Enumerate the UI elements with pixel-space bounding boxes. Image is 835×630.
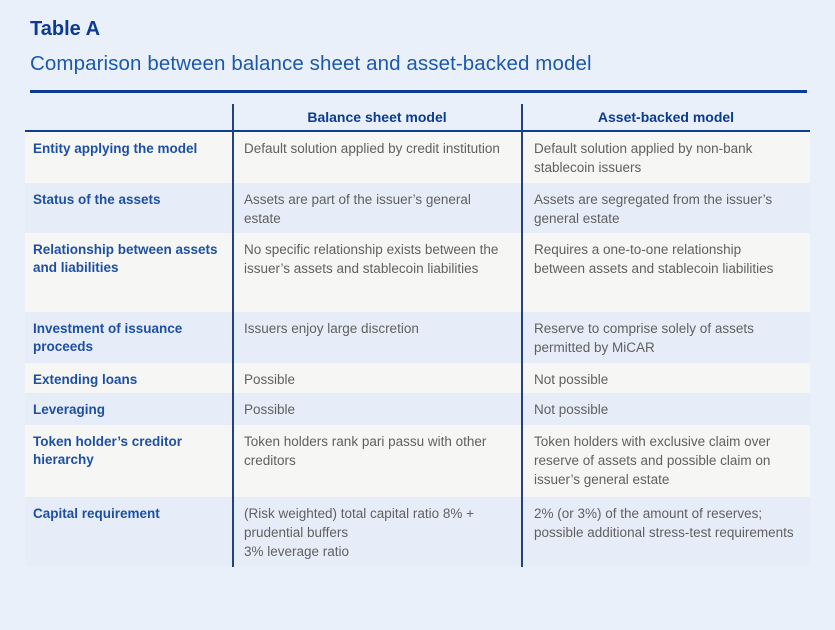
row-label: Token holder’s creditor hierarchy <box>33 434 183 467</box>
row-label: Leveraging <box>33 402 106 417</box>
row-label: Entity applying the model <box>33 141 198 156</box>
cell-balance-sheet: (Risk weighted) total capital ratio 8% +… <box>244 506 474 559</box>
header-balance-sheet-model: Balance sheet model <box>307 109 447 125</box>
table-row: Extending loans Possible Not possible <box>25 363 810 393</box>
cell-balance-sheet: Assets are part of the issuer’s general … <box>244 192 471 226</box>
cell-asset-backed: Requires a one-to-one relationship betwe… <box>534 242 774 276</box>
table-row: Entity applying the model Default soluti… <box>25 132 810 183</box>
cell-balance-sheet: Possible <box>244 372 296 387</box>
header-underline-divider <box>25 130 810 132</box>
column-divider-right <box>521 104 523 567</box>
table-row: Leveraging Possible Not possible <box>25 393 810 425</box>
table-row: Status of the assets Assets are part of … <box>25 183 810 233</box>
cell-balance-sheet: Default solution applied by credit insti… <box>244 141 500 156</box>
table-header-row: Balance sheet model Asset-backed model <box>25 104 810 130</box>
table-row: Token holder’s creditor hierarchy Token … <box>25 425 810 497</box>
cell-asset-backed: Default solution applied by non-bank sta… <box>534 141 753 175</box>
page-title: Comparison between balance sheet and ass… <box>30 52 592 75</box>
cell-asset-backed: Assets are segregated from the issuer’s … <box>534 192 773 226</box>
column-divider-left <box>232 104 234 567</box>
cell-balance-sheet: No specific relationship exists between … <box>244 242 499 276</box>
row-label: Investment of issuance proceeds <box>33 321 183 354</box>
title-rule-divider <box>30 90 807 93</box>
cell-asset-backed: Not possible <box>534 372 609 387</box>
cell-balance-sheet: Token holders rank pari passu with other… <box>244 434 487 468</box>
cell-asset-backed: Reserve to comprise solely of assets per… <box>534 321 754 355</box>
table-row: Relationship between assets and liabilit… <box>25 233 810 312</box>
table-row: Investment of issuance proceeds Issuers … <box>25 312 810 363</box>
row-label: Status of the assets <box>33 192 161 207</box>
cell-balance-sheet: Issuers enjoy large discretion <box>244 321 419 336</box>
table-label: Table A <box>30 18 101 40</box>
cell-asset-backed: 2% (or 3%) of the amount of reserves; po… <box>534 506 794 540</box>
header-asset-backed-model: Asset-backed model <box>597 109 735 125</box>
row-label: Extending loans <box>33 372 138 387</box>
row-label: Relationship between assets and liabilit… <box>33 242 218 275</box>
row-label: Capital requirement <box>33 506 160 521</box>
table-body: Entity applying the model Default soluti… <box>25 132 810 566</box>
cell-asset-backed: Not possible <box>534 402 609 417</box>
table-row: Capital requirement (Risk weighted) tota… <box>25 497 810 566</box>
cell-asset-backed: Token holders with exclusive claim over … <box>534 434 771 487</box>
cell-balance-sheet: Possible <box>244 402 296 417</box>
